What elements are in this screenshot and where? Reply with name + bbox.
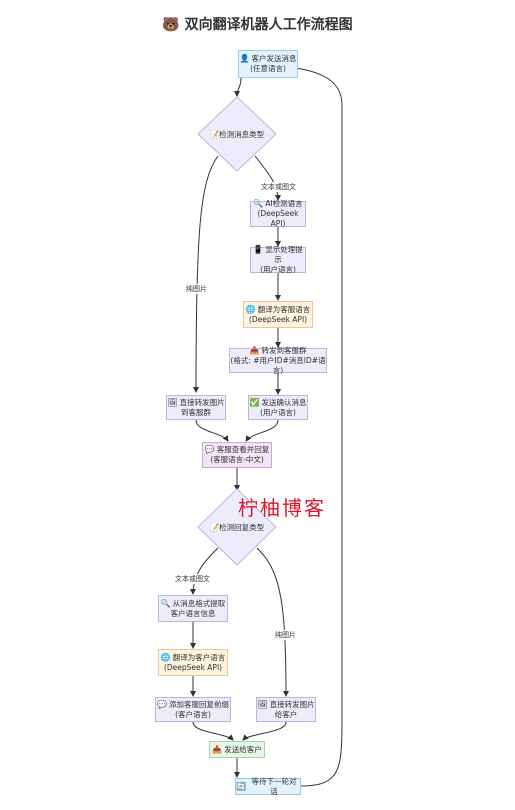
- edge-image-to-reply: [195, 419, 229, 442]
- edge-label-text-or-image-2: 文本或图文: [174, 574, 211, 584]
- page-title: 🐻 双向翻译机器人工作流程图: [162, 17, 353, 33]
- check-reply-diamond: [197, 488, 277, 566]
- edge-label-image-only-1: 纯图片: [185, 284, 208, 294]
- detect-language-node: 🔍AI检测语言 (DeepSeek API): [250, 199, 306, 228]
- edge-image-to-send: [242, 721, 287, 741]
- add-reply-prefix-node: 💬添加客服回复前缀 (客户语言): [155, 697, 231, 722]
- show-processing-node: 📱显示处理提示 (用户语言): [250, 245, 306, 274]
- translate-to-agent-node: 🌐翻译为客服语言 (DeepSeek API): [243, 301, 313, 328]
- check-reply-label: 📝检测回复类型: [209, 523, 265, 532]
- memo-icon: 📝: [209, 523, 220, 532]
- check-icon: ✅: [249, 397, 260, 407]
- edge-label-text-or-image-1: 文本或图文: [260, 182, 297, 192]
- user-icon: 👤: [239, 54, 250, 63]
- extract-language-node: 🔍从消息格式提取 客户语言信息: [158, 595, 228, 622]
- outbox-icon: 📤: [249, 345, 260, 355]
- speech-bubble-icon: 💬: [157, 699, 167, 709]
- agent-reply-node: 💬客服查看并回复 (客服语言-中文): [202, 442, 272, 468]
- edge-wait-to-start: [272, 63, 343, 787]
- forward-image-to-customer-node: 🖼直接转发图片 给客户: [256, 697, 316, 722]
- edge-start-to-check: [234, 77, 242, 97]
- image-icon: 🖼: [257, 699, 268, 709]
- send-confirmation-node: ✅发送确认消息 (用户语言): [248, 395, 308, 420]
- speech-bubble-icon: 💬: [204, 445, 215, 454]
- watermark: 柠柚博客: [238, 496, 326, 520]
- check-type-label: 📝检测消息类型: [209, 130, 265, 139]
- memo-icon: 📝: [209, 130, 220, 139]
- edge-checkreply-to-extract: [190, 547, 219, 595]
- phone-icon: 📱: [253, 245, 264, 254]
- translate-to-customer-node: 🌐翻译为客户语言 (DeepSeek API): [158, 649, 228, 676]
- search-icon: 🔍: [160, 598, 171, 608]
- edge-prefix-to-send: [192, 721, 234, 741]
- outbox-icon: 📤: [212, 744, 223, 754]
- wait-next-round-node: 🔄等待下一轮对话: [235, 777, 301, 796]
- forward-image-to-group-node: 🖼直接转发图片 到客服群: [166, 395, 226, 420]
- edge-confirm-to-reply: [245, 419, 279, 442]
- forward-to-group-node: 📤转发到客服群 (格式: #用户ID#消息ID#语言): [229, 345, 327, 375]
- edge-check-to-image: [193, 155, 219, 393]
- globe-icon: 🌐: [160, 652, 171, 662]
- globe-icon: 🌐: [245, 304, 256, 314]
- edge-check-to-detect: [254, 155, 281, 201]
- image-icon: 🖼: [167, 397, 178, 407]
- edge-checkreply-to-image: [256, 547, 289, 697]
- search-icon: 🔍: [253, 199, 264, 208]
- send-to-customer-node: 📤发送给客户: [209, 741, 265, 758]
- check-type-diamond: [197, 96, 277, 172]
- edge-label-image-only-2: 纯图片: [274, 630, 297, 640]
- customer-send-node: 👤客户发送消息 (任意语言): [238, 50, 298, 78]
- refresh-icon: 🔄: [236, 781, 246, 791]
